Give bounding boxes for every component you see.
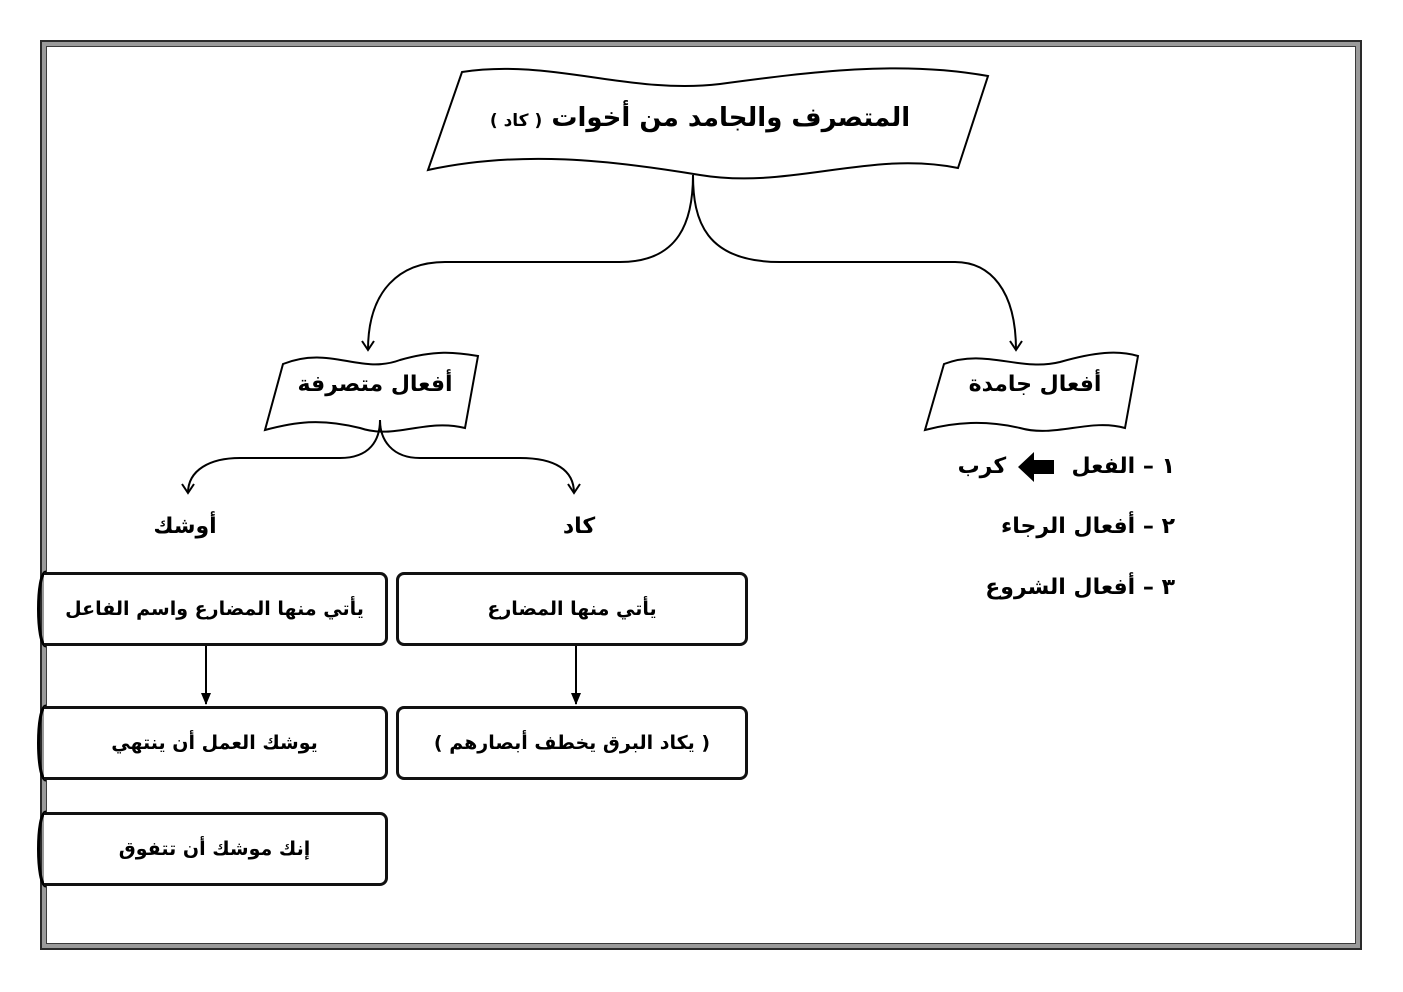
awshaka-box-example-1: يوشك العمل أن ينتهي [44,706,388,780]
title-paren: ( كاد ) [489,111,543,131]
page-frame-outer [40,40,1362,950]
title-banner [426,67,990,180]
banner-mutasarrifa [263,351,480,433]
branch-label-mutasarrifa: أفعال متصرفة [297,372,453,397]
list-item: ٢ – أفعال الرجاء [1001,514,1175,539]
list-item-text: أفعال الشروع [985,575,1136,600]
connector-title-to-jamida [692,174,1023,352]
list-item-after: كرب [957,454,1007,479]
kada-box-example: ( يكاد البرق يخطف أبصارهم ) [396,706,748,780]
list-item: ٣ – أفعال الشروع [985,575,1175,600]
list-item: ١ – الفعل كرب [958,454,1175,479]
connector-title-to-mutasarrifa [361,174,694,352]
left-box-edge-1 [37,570,48,648]
kada-box-rule: يأتي منها المضارع [396,572,748,646]
title-main: المتصرف والجامد من أخوات [551,103,911,133]
page-frame-inner [46,46,1356,944]
list-item-number: ٢ [1161,514,1175,539]
awshaka-box-example-2: إنك موشك أن تتفوق [44,812,388,886]
list-item-dash: – [1135,454,1154,479]
branch-label-jamida: أفعال جامدة [968,372,1102,397]
list-item-number: ١ [1161,454,1175,479]
page-title: المتصرف والجامد من أخوات ( كاد ) [440,103,960,133]
left-box-edge-3 [37,810,48,888]
left-box-edge-2 [37,704,48,782]
sub-label-awshaka: أوشك [153,514,217,539]
connector-to-kada [379,419,581,495]
left-arrow-icon [1018,452,1054,482]
sub-label-kada: كاد [562,514,596,539]
list-item-text: أفعال الرجاء [1000,514,1136,539]
list-item-number: ٣ [1161,575,1175,600]
connector-to-awshaka [181,419,381,495]
list-item-dash: – [1135,514,1154,539]
awshaka-box-rule: يأتي منها المضارع واسم الفاعل [44,572,388,646]
banner-jamida [923,351,1140,432]
list-item-dash: – [1135,575,1154,600]
list-item-text: الفعل [1071,454,1136,479]
